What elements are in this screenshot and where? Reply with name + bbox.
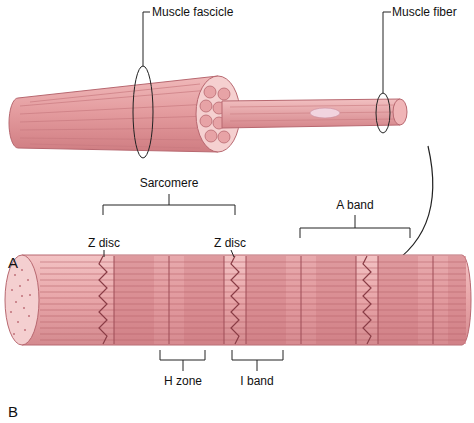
myofibril-body	[10, 269, 31, 335]
leader-lines	[376, 93, 390, 133]
myofibril-body	[28, 315, 30, 317]
muscle-fascicle-body	[9, 76, 240, 152]
structure-label: Muscle fascicle	[152, 5, 233, 19]
bracket-lines	[232, 350, 283, 371]
structure-label: A band	[336, 198, 373, 212]
structure-label: Sarcomere	[140, 176, 199, 190]
myofibril-body	[40, 310, 466, 311]
myofibril-body	[184, 256, 224, 344]
muscle-fascicle-body	[20, 104, 210, 114]
muscle-fiber-body	[222, 99, 407, 128]
muscle-fascicle-body	[20, 90, 210, 106]
myofibril-body	[24, 329, 26, 331]
myofibril-body	[15, 301, 17, 303]
myofibril-body	[231, 256, 239, 344]
myofibril-body	[29, 294, 31, 296]
myofibril-body	[5, 255, 39, 345]
muscle-fascicle-body	[30, 144, 200, 148]
leader-lines	[383, 12, 391, 93]
myofibril-body	[99, 256, 107, 344]
bracket-lines	[104, 250, 105, 257]
myofibril-body	[23, 307, 25, 309]
muscle-fascicle-body	[205, 130, 217, 142]
muscle-fiber-body	[230, 105, 396, 121]
structure-label: Muscle fiber	[392, 5, 457, 19]
muscle-fascicle-body	[20, 138, 210, 140]
myofibril-body	[224, 256, 225, 344]
muscle-fascicle-body	[20, 84, 210, 148]
leader-lines	[133, 12, 391, 158]
panel-letter: B	[8, 405, 18, 419]
myofibril-body	[40, 298, 466, 299]
myofibril-body	[40, 304, 466, 305]
structure-label: H zone	[164, 374, 202, 388]
myofibril-body	[21, 295, 23, 297]
myofibril-body	[14, 274, 16, 276]
myofibril-body	[448, 256, 466, 344]
muscle-fiber-body	[222, 99, 400, 128]
leader-lines	[133, 66, 153, 158]
myofibril-body	[10, 311, 12, 313]
panel-letter: A	[8, 256, 18, 270]
muscle-fascicle-body	[9, 76, 218, 152]
muscle-fiber-body	[230, 105, 396, 107]
bracket-lines	[231, 250, 234, 257]
zoom-arrow	[378, 146, 433, 272]
myofibril-body	[169, 256, 170, 344]
muscle-fascicle-body	[200, 100, 212, 112]
muscle-fiber-body	[230, 119, 396, 121]
muscle-fascicle-body	[218, 88, 230, 100]
muscle-fascicle-body	[20, 128, 210, 130]
bracket-lines	[300, 215, 410, 238]
myofibril-body	[5, 255, 471, 345]
myofibril-body	[27, 279, 29, 281]
bracket-lines	[103, 194, 410, 371]
muscle-fascicle-body	[218, 131, 230, 143]
myofibril-body	[378, 256, 379, 344]
myofibril-body	[40, 328, 466, 329]
structure-label: Z disc	[214, 236, 246, 250]
myofibril-body	[40, 262, 466, 263]
myofibril-body	[316, 256, 356, 344]
myofibril-body	[286, 256, 316, 344]
myofibril-body	[13, 333, 15, 335]
myofibril-body	[356, 256, 357, 344]
zoom-arrow	[378, 146, 433, 272]
myofibril-body	[433, 256, 434, 344]
myofibril-body	[114, 256, 433, 344]
myofibril-body	[99, 256, 371, 344]
muscle-fascicle-body	[30, 84, 200, 102]
myofibril-body	[19, 285, 21, 287]
myofibril-body	[40, 340, 466, 341]
myofibril-body	[246, 256, 247, 344]
myofibril-body	[246, 256, 286, 344]
myofibril-body	[40, 280, 466, 281]
myofibril-body	[154, 256, 448, 344]
myofibril-body	[418, 256, 448, 344]
bracket-lines	[103, 194, 235, 215]
myofibril-body	[17, 321, 19, 323]
myofibril-body	[11, 289, 13, 291]
muscle-fiber-body	[310, 108, 340, 118]
muscle-fascicle-body	[20, 116, 210, 122]
muscle-fascicle-body	[204, 86, 216, 98]
leader-lines	[143, 12, 150, 66]
structure-label: Z disc	[88, 236, 120, 250]
myofibril-body	[21, 269, 23, 271]
myofibril-body	[114, 256, 154, 344]
myofibril-body	[154, 256, 184, 344]
structure-label: I band	[240, 374, 273, 388]
myofibril-body	[114, 256, 466, 344]
myofibril-body	[378, 256, 418, 344]
myofibril-body	[301, 256, 302, 344]
myofibril-body	[22, 255, 471, 345]
bracket-lines	[160, 350, 205, 371]
muscle-fascicle-body	[200, 115, 212, 127]
myofibril-body	[363, 256, 371, 344]
muscle-fiber-body	[393, 99, 407, 125]
myofibril-body	[114, 256, 115, 344]
